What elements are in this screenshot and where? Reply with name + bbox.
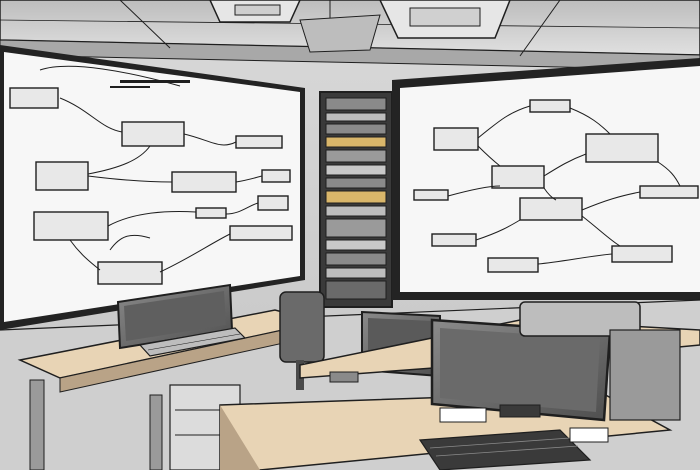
desk-device	[569, 427, 609, 443]
router-sketch-icon	[529, 99, 571, 113]
office-chair-right	[519, 301, 681, 421]
ceiling	[0, 0, 700, 71]
desk-device	[439, 407, 487, 423]
server-rack	[319, 91, 393, 308]
router-sketch-icon	[639, 185, 699, 199]
desk-device	[329, 371, 359, 383]
router-sketch-icon	[519, 197, 583, 221]
router-sketch-icon	[121, 121, 185, 147]
right-wall-screen	[392, 58, 700, 300]
left-wall-screen	[0, 45, 305, 330]
router-sketch-icon	[97, 261, 163, 285]
router-sketch-icon	[235, 135, 283, 149]
router-sketch-icon	[585, 133, 659, 163]
monitor-icon	[116, 283, 234, 350]
ceiling-vent-right	[379, 0, 511, 39]
router-sketch-icon	[195, 207, 227, 219]
router-sketch-icon	[611, 245, 673, 263]
router-sketch-icon	[487, 257, 539, 273]
router-sketch-icon	[171, 171, 237, 193]
router-sketch-icon	[433, 127, 479, 151]
router-sketch-icon	[9, 87, 59, 109]
router-sketch-icon	[257, 195, 289, 211]
router-sketch-icon	[33, 211, 109, 241]
router-sketch-icon	[413, 189, 449, 201]
ceiling-vent-left	[209, 0, 301, 23]
monitor-icon	[430, 318, 612, 422]
keyboard-icon	[138, 327, 247, 357]
router-sketch-icon	[229, 225, 293, 241]
router-sketch-icon	[35, 161, 89, 191]
router-sketch-icon	[491, 165, 545, 189]
router-sketch-icon	[431, 233, 477, 247]
keyboard-icon	[418, 429, 592, 470]
router-sketch-icon	[261, 169, 291, 183]
